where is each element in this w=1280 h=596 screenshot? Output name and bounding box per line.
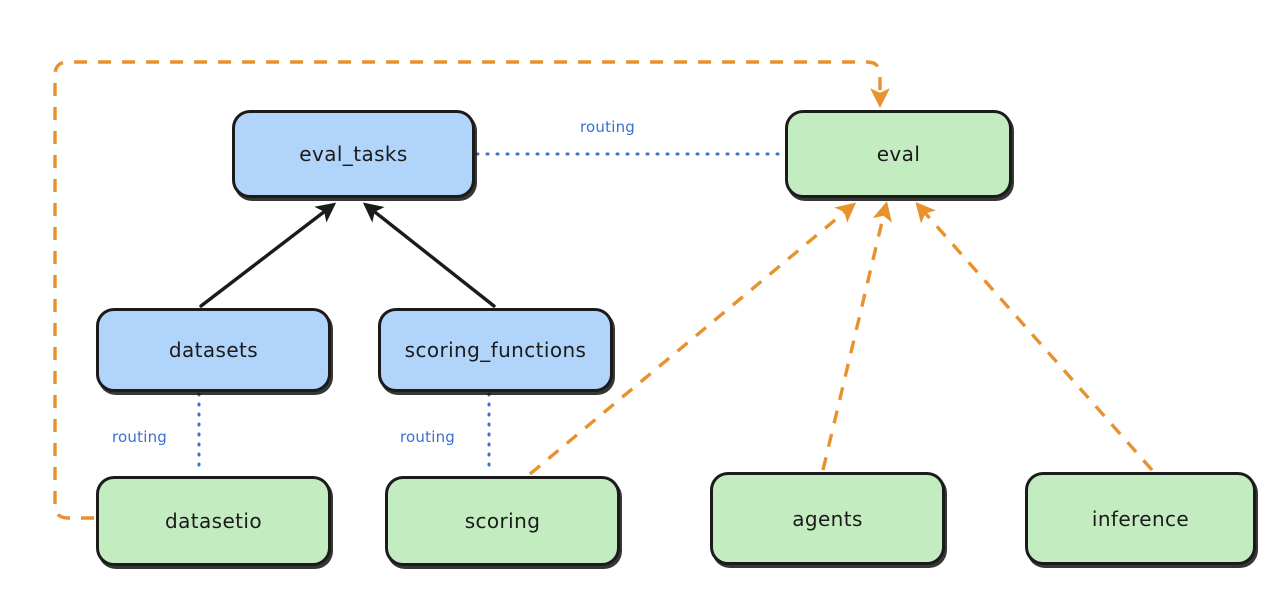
edge-label-routing-eval-tasks: routing [580, 118, 635, 136]
node-label-inference: inference [1091, 506, 1190, 531]
node-datasetio[interactable]: datasetio [96, 476, 331, 566]
node-label-eval: eval [876, 142, 921, 166]
node-agents[interactable]: agents [710, 472, 945, 565]
node-inference[interactable]: inference [1025, 472, 1256, 565]
node-datasets[interactable]: datasets [96, 308, 331, 392]
node-label-agents: agents [792, 506, 863, 531]
edge-datasetio-to-eval [53, 60, 890, 520]
edge-inference-to-eval [915, 202, 1154, 472]
node-label-scoring-functions: scoring_functions [404, 338, 587, 362]
edge-datasets-to-eval-tasks [199, 202, 337, 308]
node-eval-tasks[interactable]: eval_tasks [232, 110, 475, 198]
node-scoring[interactable]: scoring [385, 476, 620, 566]
edge-label-routing-scoring: routing [400, 428, 455, 446]
node-label-eval-tasks: eval_tasks [299, 142, 408, 166]
node-label-datasetio: datasetio [164, 509, 262, 533]
node-label-scoring: scoring [464, 509, 541, 533]
node-label-datasets: datasets [168, 338, 259, 362]
node-eval[interactable]: eval [785, 110, 1012, 198]
edge-label-routing-datasets: routing [112, 428, 167, 446]
node-scoring-functions[interactable]: scoring_functions [378, 308, 613, 392]
edge-scoring-functions-to-eval-tasks [362, 202, 496, 308]
edge-agents-to-eval [821, 201, 892, 471]
